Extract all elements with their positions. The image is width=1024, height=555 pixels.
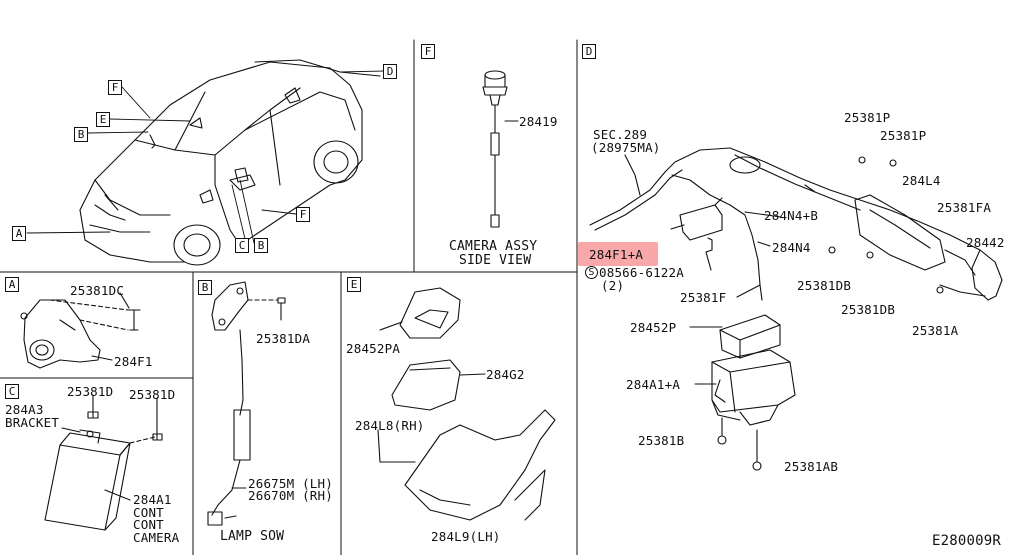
part-label-camera: CAMERA [133,530,180,545]
part-label-25381dc: 25381DC [70,283,125,298]
panel-letter-c: C [5,384,19,399]
vehicle-illustration [79,59,381,266]
part-label-284n4: 284N4 [772,240,811,255]
part-label-284f1: 284F1 [114,354,153,369]
part-label-25381d-2: 25381D [129,387,176,402]
part-label-25381ab: 25381AB [784,459,839,474]
part-label-284f1-a: 284F1+A [589,247,644,262]
sec-28975ma-label: (28975MA) [591,140,661,155]
side-view-caption: SIDE VIEW [459,253,532,268]
panel-letter-f: F [421,44,435,59]
part-label-25381a: 25381A [912,323,959,338]
callout-box-c: C [235,238,249,253]
part-label-25381fa: 25381FA [937,200,992,215]
diagram-reference-code: E280009R [932,533,1002,549]
part-label-28452pa: 28452PA [346,341,401,356]
panel-borders [0,39,578,555]
callout-box-b: B [74,127,88,142]
camera-assy-caption: CAMERA ASSY [449,239,538,254]
part-label-25381db-2: 25381DB [841,302,896,317]
screw-quantity: (2) [601,278,625,293]
callout-box-f: F [108,80,122,95]
callout-box-a: A [12,226,26,241]
panel-letter-b: B [198,280,212,295]
part-label-25381p-1: 25381P [844,110,891,125]
lamp-sow-caption: LAMP SOW [220,529,285,544]
part-label-25381p-2: 25381P [880,128,927,143]
callout-box-b-2: B [254,238,268,253]
part-label-cont-2: CONT [133,517,164,532]
part-label-284g2: 284G2 [486,367,525,382]
callout-box-d: D [383,64,397,79]
part-label-25381db-1: 25381DB [797,278,852,293]
part-label-284l4: 284L4 [902,173,941,188]
finisher-parts [377,287,556,521]
callout-box-f-2: F [296,207,310,222]
sec-289-label: SEC.289 [593,127,648,142]
front-camera [20,292,141,369]
part-label-284l9: 284L9(LH) [431,529,501,544]
part-label-28442: 28442 [966,235,1005,250]
part-label-25381f: 25381F [680,290,727,305]
panel-letter-e: E [347,277,361,292]
part-label-284l8: 284L8(RH) [355,418,425,433]
part-label-284a3: 284A3 [5,402,44,417]
part-label-26675m: 26675M (LH) [248,476,333,491]
lamp-socket-harness [207,281,286,526]
screw-part-code: 08566-6122A [599,265,684,280]
callout-leaders [26,70,384,244]
part-label-284a1: 284A1 [133,492,172,507]
callout-box-e: E [96,112,110,127]
camera-control-unit [44,394,163,531]
part-label-26670m: 26670M (RH) [248,488,333,503]
part-label-284n4-b: 284N4+B [764,208,819,223]
part-label-284a1-a: 284A1+A [626,377,681,392]
part-label-25381da: 25381DA [256,331,311,346]
part-label-28419: 28419 [519,114,558,129]
harness-assembly [589,147,1003,471]
part-label-25381b: 25381B [638,433,685,448]
panel-letter-a: A [5,277,19,292]
part-label-28452p: 28452P [630,320,677,335]
screw-symbol: S [585,266,598,279]
camera-side-view [482,70,519,228]
part-label-bracket: BRACKET [5,415,60,430]
part-label-cont-1: CONT [133,505,164,520]
part-label-25381d-1: 25381D [67,384,114,399]
highlighted-part-marker [578,242,658,266]
panel-letter-d: D [582,44,596,59]
